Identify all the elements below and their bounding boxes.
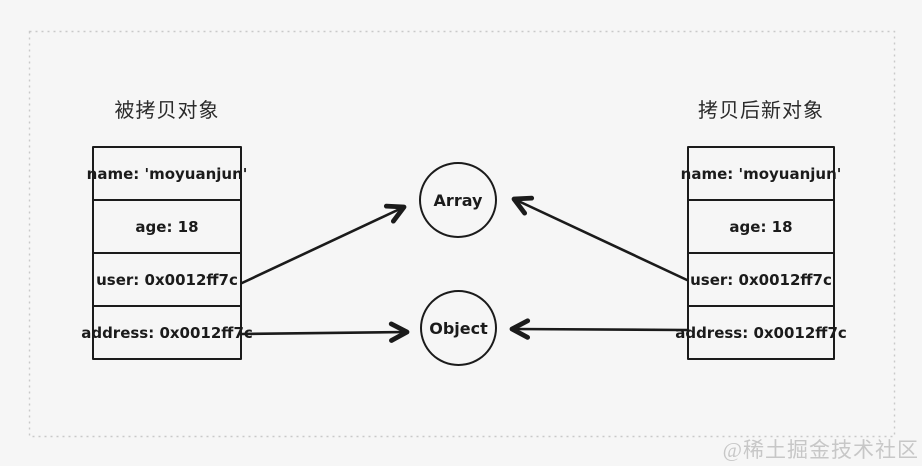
object-reference-node: Object	[420, 290, 497, 366]
source-row-age: age: 18	[94, 201, 240, 254]
array-reference-node: Array	[419, 162, 497, 238]
source-row-name: name: 'moyuanjun'	[87, 148, 247, 201]
source-row-user: user: 0x0012ff7c	[94, 254, 240, 307]
arrow-copy-user-to-array	[511, 195, 689, 282]
copy-row-age: age: 18	[689, 201, 833, 254]
arrow-copy-address-to-object	[509, 318, 689, 340]
source-object-title: 被拷贝对象	[114, 100, 220, 122]
source-row-address: address: 0x0012ff7c	[81, 323, 253, 342]
juejin-watermark: @稀土掘金技术社区	[722, 438, 919, 462]
arrow-source-address-to-object	[240, 321, 410, 343]
copied-object-table: name: 'moyuanjun' age: 18 user: 0x0012ff…	[675, 146, 847, 360]
copied-object-title: 拷贝后新对象	[698, 100, 824, 122]
copy-row-name: name: 'moyuanjun'	[681, 148, 841, 201]
arrow-source-user-to-array	[240, 203, 407, 285]
copy-row-user: user: 0x0012ff7c	[689, 254, 833, 307]
source-object-table: name: 'moyuanjun' age: 18 user: 0x0012ff…	[81, 146, 253, 360]
copy-row-address: address: 0x0012ff7c	[675, 323, 847, 342]
